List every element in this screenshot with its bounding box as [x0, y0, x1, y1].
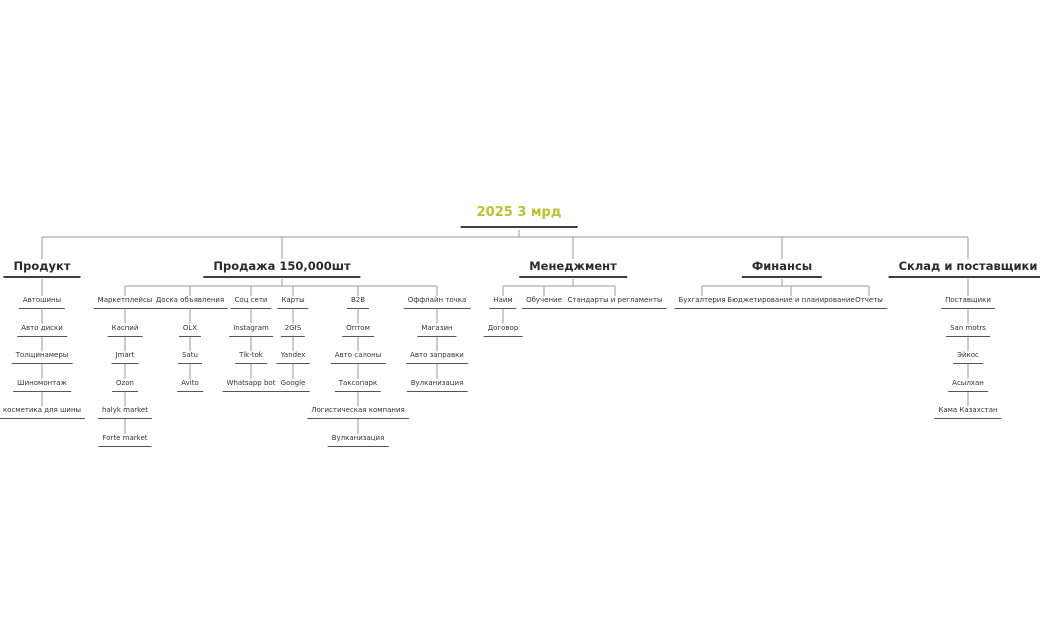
topic-node[interactable]: Jmart — [111, 351, 139, 365]
topic-node[interactable]: Доска объявления — [151, 296, 229, 309]
topic-node[interactable]: Avito — [177, 379, 203, 392]
topic-node[interactable]: Авто заправки — [406, 351, 468, 365]
root-node[interactable]: 2025 3 мрд — [460, 205, 578, 228]
topic-node[interactable]: Forte market — [98, 434, 152, 447]
branch-node[interactable]: Продажа 150,000шт — [203, 259, 361, 278]
topic-node[interactable]: San motrs — [946, 324, 990, 337]
topic-node[interactable]: Поставщики — [941, 296, 995, 309]
topic-node[interactable]: Ozon — [112, 379, 138, 392]
topic-node[interactable]: Whatsapp bot — [222, 379, 280, 392]
topic-node[interactable]: Магазин — [417, 324, 457, 337]
topic-node[interactable]: Бухгалтерия — [674, 296, 730, 309]
topic-node[interactable]: Автошины — [18, 296, 66, 309]
topic-node[interactable]: 2GIS — [280, 324, 306, 337]
topic-node[interactable]: Кама Казахстан — [934, 406, 1002, 420]
topic-node[interactable]: Шиномонтаж — [13, 379, 71, 392]
topic-node[interactable]: Вулканизация — [327, 434, 389, 447]
topic-node[interactable]: halyk market — [98, 406, 152, 420]
topic-node[interactable]: Соц сети — [230, 296, 272, 309]
topic-node[interactable]: Instagram — [229, 324, 273, 337]
topic-node[interactable]: Толщинамеры — [11, 351, 73, 365]
topic-node[interactable]: Договор — [483, 324, 523, 337]
branch-node[interactable]: Менеджмент — [519, 259, 627, 278]
topic-node[interactable]: Эйкос — [953, 351, 983, 365]
topic-node[interactable]: Вулканизация — [406, 379, 468, 392]
topic-node[interactable]: Google — [276, 379, 310, 392]
topic-node[interactable]: Авто диски — [17, 324, 67, 337]
topic-node[interactable]: Авто салоны — [330, 351, 386, 365]
branch-node[interactable]: Склад и поставщики — [888, 259, 1040, 278]
branch-node[interactable]: Продукт — [3, 259, 81, 278]
topic-node[interactable]: Оффлайн точка — [403, 296, 471, 309]
topic-node[interactable]: Отчеты — [851, 296, 887, 309]
topic-node[interactable]: Асылхан — [948, 379, 988, 392]
topic-node[interactable]: Yandex — [276, 351, 310, 365]
topic-node[interactable]: Таксопарк — [334, 379, 382, 392]
topic-node[interactable]: Оптом — [342, 324, 374, 337]
topic-node[interactable]: Карты — [277, 296, 309, 309]
topic-node[interactable]: Наим — [489, 296, 517, 309]
topic-node[interactable]: Satu — [178, 351, 202, 365]
topic-node[interactable]: косметика для шины — [0, 406, 86, 420]
topic-node[interactable]: Логистическая компания — [307, 406, 409, 420]
topic-node[interactable]: Стандарты и регламенты — [563, 296, 667, 309]
topic-node[interactable]: Бюджетирование и планирование — [723, 296, 859, 309]
topic-node[interactable]: Tik-tok — [235, 351, 267, 365]
topic-node[interactable]: Обучение — [522, 296, 566, 309]
topic-node[interactable]: Каспий — [107, 324, 143, 337]
topic-node[interactable]: OLX — [178, 324, 202, 337]
topic-node[interactable]: Маркетплейсы — [93, 296, 157, 309]
topic-node[interactable]: B2B — [346, 296, 370, 309]
branch-node[interactable]: Финансы — [741, 259, 823, 278]
